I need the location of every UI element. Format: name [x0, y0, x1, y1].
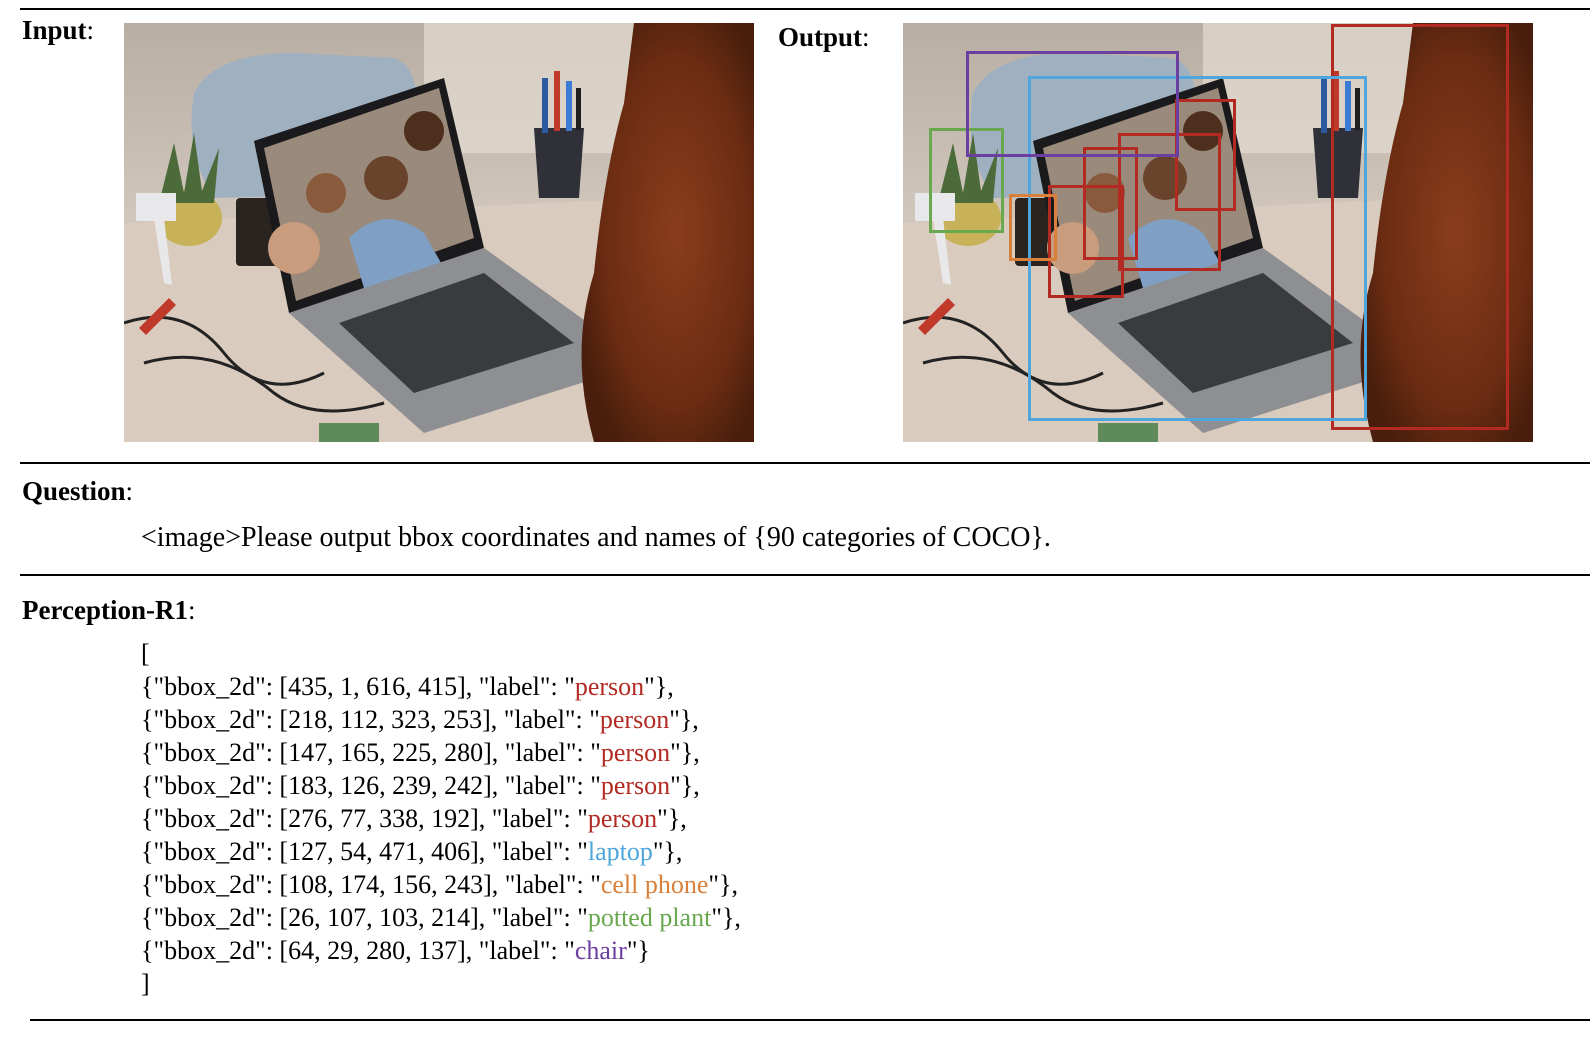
- section-rule-2: [20, 574, 1590, 576]
- json-item-bbox-text: {"bbox_2d": [147, 165, 225, 280], "label…: [141, 738, 601, 767]
- json-item-bbox-text: {"bbox_2d": [127, 54, 471, 406], "label"…: [141, 837, 588, 866]
- json-item-bbox-text: {"bbox_2d": [276, 77, 338, 192], "label"…: [141, 804, 588, 833]
- json-item-bbox-text: {"bbox_2d": [26, 107, 103, 214], "label"…: [141, 903, 588, 932]
- json-item-bbox-text: {"bbox_2d": [64, 29, 280, 137], "label":…: [141, 936, 575, 965]
- json-item-label: chair: [574, 936, 627, 965]
- json-item-label: person: [600, 771, 671, 800]
- json-item-list: {"bbox_2d": [435, 1, 616, 415], "label":…: [141, 670, 741, 967]
- json-item-suffix: "},: [652, 837, 683, 866]
- json-item-line: {"bbox_2d": [435, 1, 616, 415], "label":…: [141, 670, 741, 703]
- json-item-label: laptop: [587, 837, 653, 866]
- json-close-bracket: ]: [141, 969, 150, 998]
- detection-box: [966, 51, 1179, 158]
- output-label: Output: [778, 22, 863, 52]
- json-item-suffix: "},: [670, 738, 700, 767]
- question-label: Question: [22, 476, 126, 506]
- json-item-line: {"bbox_2d": [127, 54, 471, 406], "label"…: [141, 835, 741, 868]
- section-rule-1: [20, 462, 1590, 464]
- json-item-line: {"bbox_2d": [147, 165, 225, 280], "label…: [141, 736, 741, 769]
- json-item-bbox-text: {"bbox_2d": [435, 1, 616, 415], "label":…: [141, 672, 575, 701]
- answer-heading: Perception-R1:: [22, 597, 195, 624]
- json-item-bbox-text: {"bbox_2d": [183, 126, 239, 242], "label…: [141, 771, 601, 800]
- input-heading: Input:: [22, 17, 94, 44]
- input-label: Input: [22, 15, 87, 45]
- json-item-suffix: "},: [644, 672, 674, 701]
- json-item-label: potted plant: [587, 903, 712, 932]
- question-colon: :: [125, 476, 134, 506]
- top-rule: [20, 8, 1590, 10]
- output-image: [903, 23, 1533, 442]
- json-item-suffix: "},: [711, 903, 741, 932]
- output-colon: :: [862, 22, 870, 52]
- detection-box: [1083, 146, 1139, 261]
- json-item-line: {"bbox_2d": [218, 112, 323, 253], "label…: [141, 703, 741, 736]
- json-item-line: {"bbox_2d": [64, 29, 280, 137], "label":…: [141, 934, 741, 967]
- json-item-label: person: [574, 672, 645, 701]
- json-item-line: {"bbox_2d": [276, 77, 338, 192], "label"…: [141, 802, 741, 835]
- bottom-rule: [30, 1019, 1590, 1021]
- answer-json-block: [ {"bbox_2d": [435, 1, 616, 415], "label…: [141, 637, 741, 1000]
- json-item-suffix: "},: [670, 771, 700, 800]
- output-heading: Output:: [778, 24, 870, 51]
- question-text: <image>Please output bbox coordinates an…: [141, 522, 1051, 553]
- json-item-label: person: [599, 705, 670, 734]
- answer-label: Perception-R1: [22, 595, 188, 625]
- json-item-label: cell phone: [600, 870, 709, 899]
- input-image: [124, 23, 754, 442]
- answer-colon: :: [187, 595, 196, 625]
- json-item-suffix: "},: [708, 870, 739, 899]
- json-open-bracket: [: [141, 639, 150, 668]
- json-item-suffix: "},: [657, 804, 687, 833]
- json-item-label: person: [587, 804, 658, 833]
- json-item-suffix: "},: [669, 705, 699, 734]
- detection-box: [1028, 75, 1367, 422]
- detection-box: [1117, 132, 1221, 272]
- input-colon: :: [86, 15, 95, 45]
- json-item-bbox-text: {"bbox_2d": [218, 112, 323, 253], "label…: [141, 705, 600, 734]
- json-item-line: {"bbox_2d": [26, 107, 103, 214], "label"…: [141, 901, 741, 934]
- detection-box: [1331, 23, 1510, 431]
- json-item-line: {"bbox_2d": [108, 174, 156, 243], "label…: [141, 868, 741, 901]
- json-item-suffix: "}: [626, 936, 650, 965]
- json-item-bbox-text: {"bbox_2d": [108, 174, 156, 243], "label…: [141, 870, 601, 899]
- question-heading: Question:: [22, 478, 133, 505]
- json-item-label: person: [600, 738, 671, 767]
- detection-box: [1009, 193, 1057, 262]
- json-item-line: {"bbox_2d": [183, 126, 239, 242], "label…: [141, 769, 741, 802]
- input-photo-scene: [124, 23, 754, 442]
